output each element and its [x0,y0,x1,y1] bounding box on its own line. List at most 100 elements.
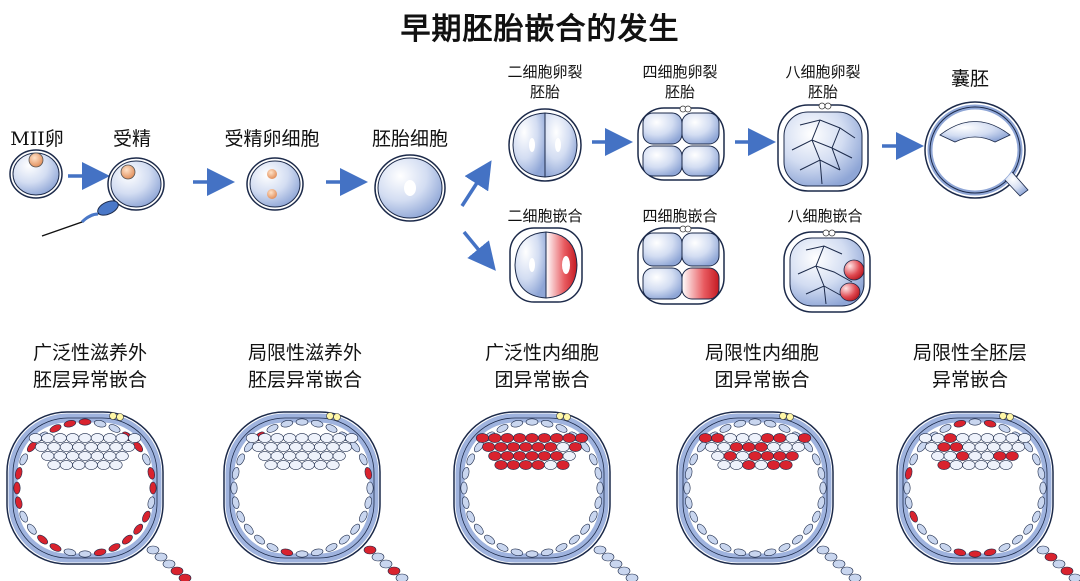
trophectoderm-cell [540,420,554,428]
trophectoderm-cell [763,548,777,556]
trophectoderm-cell [359,453,368,466]
inner-cell-mass-cell [531,442,545,452]
inner-cell-mass-cell [736,433,750,443]
inner-cell-mass-cell [531,460,545,470]
inner-cell-mass-cell [289,442,303,452]
trophectoderm-cell [733,420,747,428]
inner-cell-mass-cell [314,460,328,470]
inner-cell-mass-cell [562,433,576,443]
trophectoderm-cell [817,496,825,509]
four-cell-mosaic-embryo [637,225,725,305]
trophectoderm-cell [325,543,338,552]
label-line: 胚胎 [664,83,695,101]
inner-cell-mass-cell [748,451,762,461]
inner-cell-mass-cell [785,433,799,443]
trophectoderm-cell [510,548,524,556]
trophectoderm-cell [15,496,23,509]
trophectoderm-cell [555,424,568,433]
trophectoderm-cell [364,467,372,480]
inner-cell-mass-cell [270,451,284,461]
trophectoderm-cell [147,496,155,509]
trophectoderm-cell [49,424,62,433]
inner-cell-mass-cell [717,442,731,452]
inner-cell-mass-cell [537,433,551,443]
inner-cell-mass-cell [980,433,994,443]
inner-cell-mass-cell [698,433,712,443]
inner-cell-mass-cell [931,433,945,443]
label-line: 广泛性内细胞 [484,342,599,364]
trophectoderm-cell [49,543,62,552]
trophectoderm-cell [496,543,509,552]
inner-cell-mass-cell [798,433,812,443]
two-cell-embryo [508,108,582,182]
inner-cell-mass-cell [760,451,774,461]
inner-cell-mass-cell [332,433,346,443]
arrow-icon [462,230,496,271]
inner-cell-mass-cell [962,460,976,470]
trophectoderm-cell [733,548,747,556]
inner-cell-mass-cell [295,433,309,443]
inner-cell-mass-cell [544,442,558,452]
trophectoderm-cell [26,523,37,535]
inner-cell-mass-cell [109,442,123,452]
inner-cell-mass-cell [84,442,98,452]
inner-cell-mass-cell [301,460,315,470]
trophectoderm-cell [596,481,604,495]
inner-cell-mass-cell [742,442,756,452]
trophectoderm-cell [473,523,484,535]
inner-cell-mass-cell [338,442,352,452]
inner-cell-mass-cell [320,451,334,461]
blastocyst-mosaic-4 [676,411,862,581]
trophectoderm-cell [266,543,279,552]
inner-cell-mass-cell [773,451,787,461]
label-line: 四细胞卵裂 [642,63,718,81]
trophectoderm-cell [819,481,827,495]
trophectoderm-cell [525,550,539,558]
trophectoderm-cell [108,543,121,552]
inner-cell-mass-cell [276,442,290,452]
inner-cell-mass-cell [1005,433,1019,443]
trophectoderm-cell [817,467,825,480]
trophectoderm-cell [63,548,77,556]
inner-cell-mass-cell [245,433,259,443]
label-line: 二细胞卵裂 [507,63,583,81]
trophectoderm-cell [683,481,691,495]
inner-cell-mass-cell [999,460,1013,470]
label-line: 胚胎 [807,83,838,101]
trophectoderm-cell [254,534,265,545]
inner-cell-mass-cell [925,442,939,452]
inner-cell-mass-cell [962,442,976,452]
inner-cell-mass-cell [791,442,805,452]
inner-cell-mass-cell [97,460,111,470]
trophectoderm-cell [325,424,338,433]
inner-cell-mass-cell [488,451,502,461]
trophectoderm-cell [1037,496,1045,509]
mii-egg [9,149,63,199]
inner-cell-mass-cell [97,442,111,452]
trophectoderm-cell [555,543,568,552]
trophectoderm-cell [359,510,368,523]
inner-cell-mass-cell [66,433,80,443]
label-line: 团异常嵌合 [714,369,810,391]
bottom-blastocysts [6,411,1080,581]
trophectoderm-cell [280,548,294,556]
inner-cell-mass-cell [345,433,359,443]
eight-cell-embryo [777,102,869,192]
inner-cell-mass-cell [482,442,496,452]
inner-cell-mass-cell [115,451,129,461]
trophectoderm-cell [983,420,997,428]
inner-cell-mass-cell [513,451,527,461]
inner-cell-mass-cell [258,451,272,461]
trophectoderm-cell [93,548,107,556]
inner-cell-mass-cell [937,460,951,470]
trophectoderm-cell [484,534,495,545]
trophectoderm-cell [19,510,28,523]
inner-cell-mass-cell [525,451,539,461]
inner-cell-mass-cell [307,451,321,461]
inner-cell-mass-cell [956,433,970,443]
trophectoderm-cell [953,548,967,556]
inner-cell-mass-cell [754,460,768,470]
trophectoderm-cell [310,548,324,556]
page-title: 早期胚胎嵌合的发生 [400,12,680,47]
trophectoderm-cell [149,481,157,495]
